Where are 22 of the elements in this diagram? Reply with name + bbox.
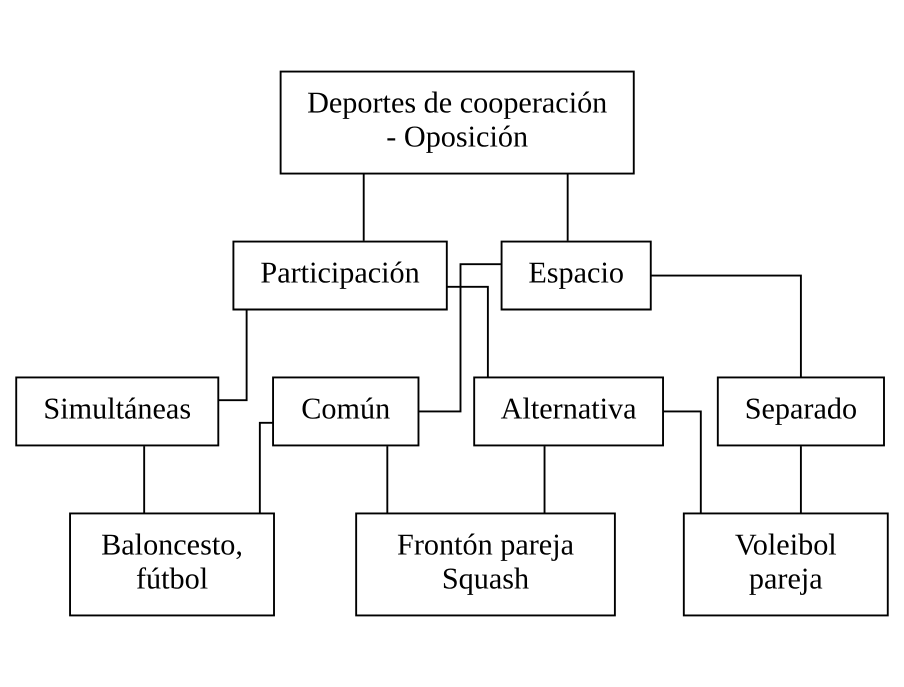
node-box: Simultáneas: [15, 376, 220, 446]
connector: [143, 446, 146, 514]
node-box: Voleibol pareja: [682, 512, 889, 616]
connector: [544, 446, 546, 514]
connector: [663, 410, 702, 513]
connector: [218, 310, 248, 402]
node-box: Baloncesto, fútbol: [69, 512, 275, 616]
node-box: Espacio: [500, 240, 652, 310]
connector: [419, 263, 501, 412]
node-box: Deportes de cooperación - Oposición: [280, 70, 635, 174]
node-box: Participación: [232, 240, 448, 310]
node-box: Alternativa: [473, 376, 664, 446]
node-box: Común: [272, 376, 420, 446]
connector: [651, 274, 802, 378]
connector: [362, 174, 365, 241]
node-box: Separado: [716, 376, 885, 446]
connector: [448, 286, 489, 378]
connector: [258, 422, 273, 514]
connector: [386, 446, 388, 514]
connector: [566, 174, 569, 241]
node-box: Frontón pareja Squash: [355, 512, 616, 616]
connector: [800, 446, 802, 514]
